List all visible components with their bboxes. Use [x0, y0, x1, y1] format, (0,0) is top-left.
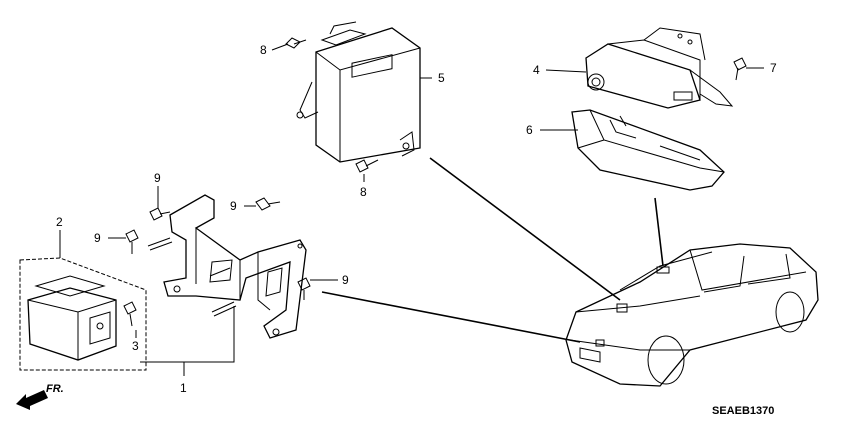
callout-8-bottom: 8 [360, 185, 367, 199]
callout-3: 3 [132, 339, 139, 353]
bolt-8-bottom [355, 159, 379, 173]
cover-part-6 [571, 109, 725, 191]
callout-1: 1 [180, 381, 187, 395]
callout-6: 6 [526, 123, 533, 137]
callout-9-right: 9 [342, 273, 349, 287]
sensor-assembly-part-4 [585, 27, 734, 109]
leader-lines [59, 43, 764, 376]
bolt-8-top [285, 37, 307, 49]
bolt-7 [733, 57, 747, 81]
bolt-9-c [255, 197, 281, 211]
front-direction-arrow: FR. [16, 383, 64, 410]
bolt-3 [123, 301, 137, 327]
callout-4: 4 [533, 63, 540, 77]
bolt-9-a [149, 207, 171, 221]
bracket-assembly-part-1 [147, 194, 307, 339]
callout-8-top: 8 [260, 43, 267, 57]
control-unit-part-5 [296, 21, 421, 163]
callout-9-middle: 9 [230, 199, 237, 213]
bolt-9-d [297, 277, 311, 300]
relay-unit-part-2 [19, 257, 147, 371]
callout-5: 5 [438, 71, 445, 85]
callout-2: 2 [56, 215, 63, 229]
callout-9-left: 9 [94, 231, 101, 245]
car-illustration [565, 243, 819, 387]
callout-9-top: 9 [154, 171, 161, 185]
diagram-code: SEAEB1370 [712, 405, 774, 417]
callout-7: 7 [770, 61, 777, 75]
direction-label: FR. [46, 383, 64, 395]
bolt-9-b [125, 229, 139, 254]
